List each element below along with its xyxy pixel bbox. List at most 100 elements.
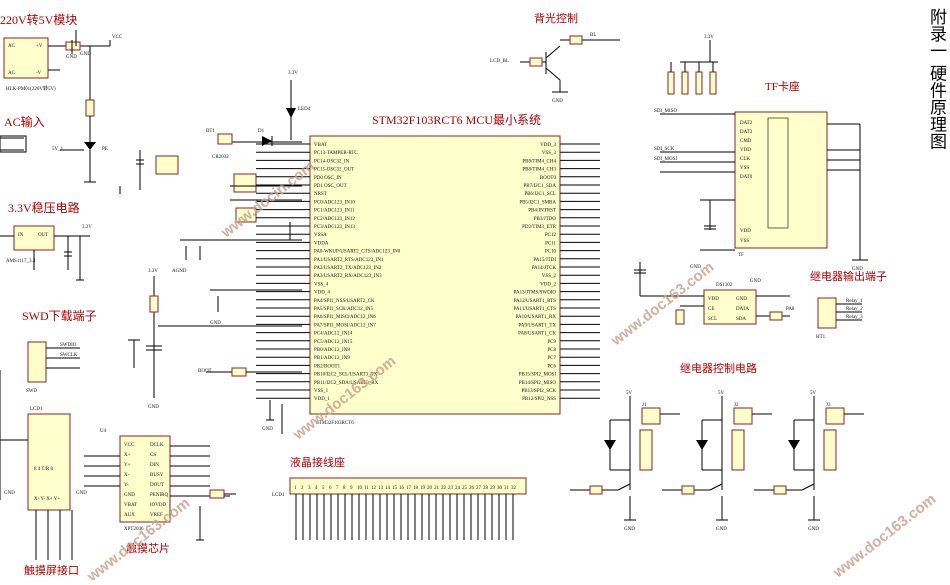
lcd-pin-number: 12: [371, 486, 377, 491]
svg-text:Y+: Y+: [124, 463, 131, 468]
svg-text:BOOT: BOOT: [198, 369, 212, 374]
svg-text:GND: GND: [852, 267, 863, 272]
svg-text:GND: GND: [4, 491, 15, 496]
mcu-pin-label-left: PA6/SPI1_MISO/ADC12_IN6: [314, 315, 376, 320]
mcu-pin-label-right: PC8: [547, 348, 556, 353]
mcu-pin-label-right: PB5/I2C1_SMBA: [519, 200, 556, 205]
svg-text:CS: CS: [150, 453, 156, 458]
mcu-pin-label-left: PC15-OSC32_OUT: [314, 168, 354, 173]
mcu-block: STM32F103RCT6 MCU最小系统 VBATPC13-TAMPER-RT…: [256, 113, 600, 434]
svg-text:VDD: VDD: [740, 229, 751, 234]
mcu-pin-label-left: PC4/ADC12_IN14: [314, 332, 353, 337]
mcu-right-pins: VDD_3VSS_3PB9/TIM4_CH4PB8/TIM4_CH3BOOT0P…: [514, 143, 600, 402]
svg-text:CMD: CMD: [740, 139, 752, 144]
svg-text:-V: -V: [36, 71, 42, 76]
svg-text:DATA: DATA: [736, 307, 749, 312]
power-module-220v: 220V转5V模块 AC+V AC-V PE HLK-PM01(220V转5V)…: [0, 12, 123, 183]
svg-text:SCL: SCL: [708, 317, 717, 322]
svg-text:AC: AC: [8, 71, 16, 76]
lcd-pin-number: 1: [294, 486, 297, 491]
backlight-block: 背光控制 GND LCD_BL BL: [490, 11, 620, 104]
svg-text:GND: GND: [124, 493, 135, 498]
svg-text:DOUT: DOUT: [150, 483, 164, 488]
lcd-pin-number: 13: [378, 486, 384, 491]
svg-text:AC: AC: [8, 44, 16, 49]
lcd-pin-number: 7: [336, 486, 339, 491]
mcu-pin-label-left: VSS_1: [314, 389, 329, 394]
mcu-pin-label-right: PB9/TIM4_CH4: [522, 159, 556, 164]
xpt2046-box: [119, 435, 171, 523]
svg-text:3.3V: 3.3V: [288, 71, 298, 76]
lcd-pin-number: 17: [406, 486, 412, 491]
mcu-pin-label-right: PC10: [545, 250, 557, 255]
mcu-pin-label-left: PC2/ADC123_IN12: [314, 217, 355, 222]
svg-text:X- Y- X+ Y+: X- Y- X+ Y+: [34, 497, 60, 502]
svg-text:CR2032: CR2032: [212, 155, 229, 160]
svg-text:VREF: VREF: [150, 513, 163, 518]
mcu-pin-label-right: PD2/TIM3_ETR: [522, 225, 557, 230]
lcd-pin-number: 30: [497, 486, 503, 491]
svg-text:3.3V: 3.3V: [148, 269, 158, 274]
svg-text:VDD: VDD: [740, 148, 751, 153]
svg-text:SDA: SDA: [736, 317, 746, 322]
mcu-pin-label-right: PC11: [545, 241, 556, 246]
mcu-pin-label-left: PC13-TAMPER-RTC: [314, 151, 358, 156]
svg-text:PA8: PA8: [786, 307, 795, 312]
svg-text:AGND: AGND: [172, 269, 187, 274]
appendix-title: 附录一 硬件原理图: [926, 8, 947, 149]
svg-text:VBAT: VBAT: [124, 503, 137, 508]
section-title-ac: AC输入: [4, 114, 45, 129]
svg-text:GND: GND: [66, 55, 77, 60]
svg-text:GND: GND: [76, 491, 87, 496]
svg-text:GND: GND: [148, 405, 159, 410]
svg-text:OUT: OUT: [38, 233, 48, 238]
lcd-pin-number: 2: [301, 486, 304, 491]
lcd-pin-number: 14: [385, 486, 391, 491]
mcu-pin-label-right: PB13/SPI2_SCK: [522, 389, 557, 394]
mcu-left-pins: VBATPC13-TAMPER-RTCPC14-OSC32_INPC15-OSC…: [256, 143, 401, 402]
svg-text:LCD1: LCD1: [30, 407, 43, 412]
lcd-pin-number: 24: [455, 486, 461, 491]
mcu-pin-label-left: PA5/SPI1_SCK/ADC12_IN5: [314, 307, 373, 312]
svg-text:X-: X-: [124, 473, 130, 478]
lcd-pin-number: 6: [329, 486, 332, 491]
svg-text:IN: IN: [18, 233, 24, 238]
mcu-pin-label-right: PA8/USART1_CK: [518, 332, 556, 337]
svg-text:5V: 5V: [810, 391, 817, 396]
watermark-4: www.doc163.com: [829, 491, 939, 580]
lcd-pin-number: 23: [448, 486, 454, 491]
power-module-box: [3, 37, 49, 79]
section-title-touch-header: 触摸屏接口: [24, 563, 79, 577]
mcu-pin-label-right: BOOT0: [540, 176, 557, 181]
lcd-pin-number: 31: [504, 486, 510, 491]
mcu-pin-label-left: PC5/ADC12_IN15: [314, 340, 353, 345]
mcu-pin-label-right: PA15/JTDI: [533, 258, 556, 263]
svg-text:GND: GND: [690, 265, 701, 270]
mcu-pin-label-right: PB8/TIM4_CH3: [522, 168, 556, 173]
mcu-pin-label-left: PA1/USART2_RTS/ADC123_IN1: [314, 258, 384, 263]
mcu-pin-label-right: PA10/USART1_RX: [516, 315, 557, 320]
svg-text:D1: D1: [258, 129, 265, 134]
svg-text:SDI_SCK: SDI_SCK: [654, 147, 675, 152]
svg-text:VCC: VCC: [124, 443, 135, 448]
lcd-pin-number: 4: [315, 486, 318, 491]
watermark-3: www.doc163.com: [607, 259, 717, 350]
svg-text:GND: GND: [750, 279, 761, 284]
lcd-pin-number: 21: [434, 486, 440, 491]
svg-text:5V_1: 5V_1: [52, 147, 64, 152]
mcu-pin-label-left: VSSA: [314, 233, 327, 238]
svg-text:3.3V: 3.3V: [82, 225, 92, 230]
crystal-1: [155, 155, 179, 175]
mcu-pin-label-left: PA4/SPI1_NSS/USART2_CK: [314, 299, 375, 304]
svg-text:SWDIO: SWDIO: [60, 343, 77, 348]
svg-text:TF: TF: [738, 253, 744, 258]
svg-text:Y-: Y-: [124, 483, 129, 488]
svg-text:SDI_MISO: SDI_MISO: [654, 109, 677, 114]
mcu-pin-label-left: VDD_1: [314, 397, 330, 402]
section-title-tf: TF卡座: [765, 79, 800, 93]
svg-text:SWCLK: SWCLK: [60, 353, 78, 358]
lcd-pin-number: 27: [476, 486, 482, 491]
svg-text:GND: GND: [808, 527, 819, 532]
tf-socket: [734, 111, 828, 249]
svg-text:DS1302: DS1302: [716, 283, 733, 288]
